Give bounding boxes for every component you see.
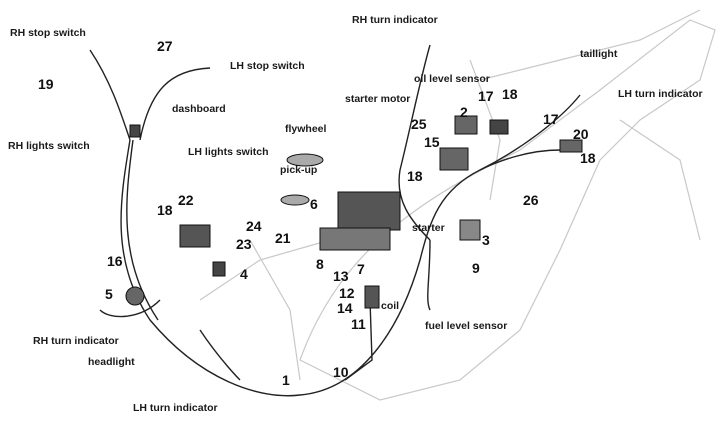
label-pick-up: pick-up: [280, 164, 318, 176]
callout-4: 4: [240, 266, 248, 282]
callout-9: 9: [472, 260, 480, 276]
callout-16: 16: [107, 253, 123, 269]
callout-5: 5: [105, 286, 113, 302]
callout-13: 13: [333, 268, 349, 284]
label-lh-turn-indicator-rear: LH turn indicator: [618, 88, 703, 100]
components: [125, 115, 583, 309]
callout-19: 19: [38, 76, 54, 92]
callout-23: 23: [236, 236, 252, 252]
label-oil-level-sensor: oil level sensor: [414, 73, 490, 85]
label-rh-lights-switch: RH lights switch: [8, 140, 90, 152]
callout-22: 22: [178, 192, 194, 208]
label-starter: starter: [412, 222, 445, 234]
callout-17: 17: [478, 88, 494, 104]
callout-21: 21: [275, 230, 291, 246]
callout-11: 11: [351, 316, 366, 332]
label-lh-stop-switch: LH stop switch: [230, 60, 305, 72]
callout-15: 15: [424, 134, 440, 150]
callout-12: 12: [339, 285, 355, 301]
label-lh-lights-switch: LH lights switch: [188, 146, 269, 158]
label-headlight: headlight: [88, 356, 135, 368]
callout-24: 24: [246, 218, 262, 234]
callout-18: 18: [580, 150, 596, 166]
callout-3: 3: [482, 232, 490, 248]
label-taillight: taillight: [580, 48, 618, 60]
label-starter-motor: starter motor: [345, 93, 411, 105]
label-flywheel: flywheel: [285, 123, 327, 135]
label-rh-turn-indicator-rear: RH turn indicator: [352, 14, 438, 26]
callout-6: 6: [310, 196, 318, 212]
callout-18: 18: [157, 202, 173, 218]
callout-14: 14: [337, 300, 353, 316]
callout-1: 1: [282, 372, 290, 388]
label-fuel-level-sensor: fuel level sensor: [425, 320, 508, 332]
callout-26: 26: [523, 192, 539, 208]
callout-18: 18: [502, 86, 518, 102]
callout-8: 8: [316, 256, 324, 272]
label-lh-turn-indicator-front: LH turn indicator: [133, 402, 218, 414]
callout-18: 18: [407, 168, 423, 184]
label-rh-stop-switch: RH stop switch: [10, 27, 86, 39]
callout-27: 27: [157, 38, 173, 54]
callout-25: 25: [411, 116, 427, 132]
label-coil: coil: [381, 300, 400, 312]
label-dashboard: dashboard: [172, 103, 226, 115]
callout-17: 17: [543, 111, 559, 127]
callout-10: 10: [333, 364, 349, 380]
callout-7: 7: [357, 261, 365, 277]
callout-20: 20: [573, 126, 589, 142]
callout-2: 2: [460, 104, 468, 120]
label-rh-turn-indicator-front: RH turn indicator: [33, 335, 119, 347]
